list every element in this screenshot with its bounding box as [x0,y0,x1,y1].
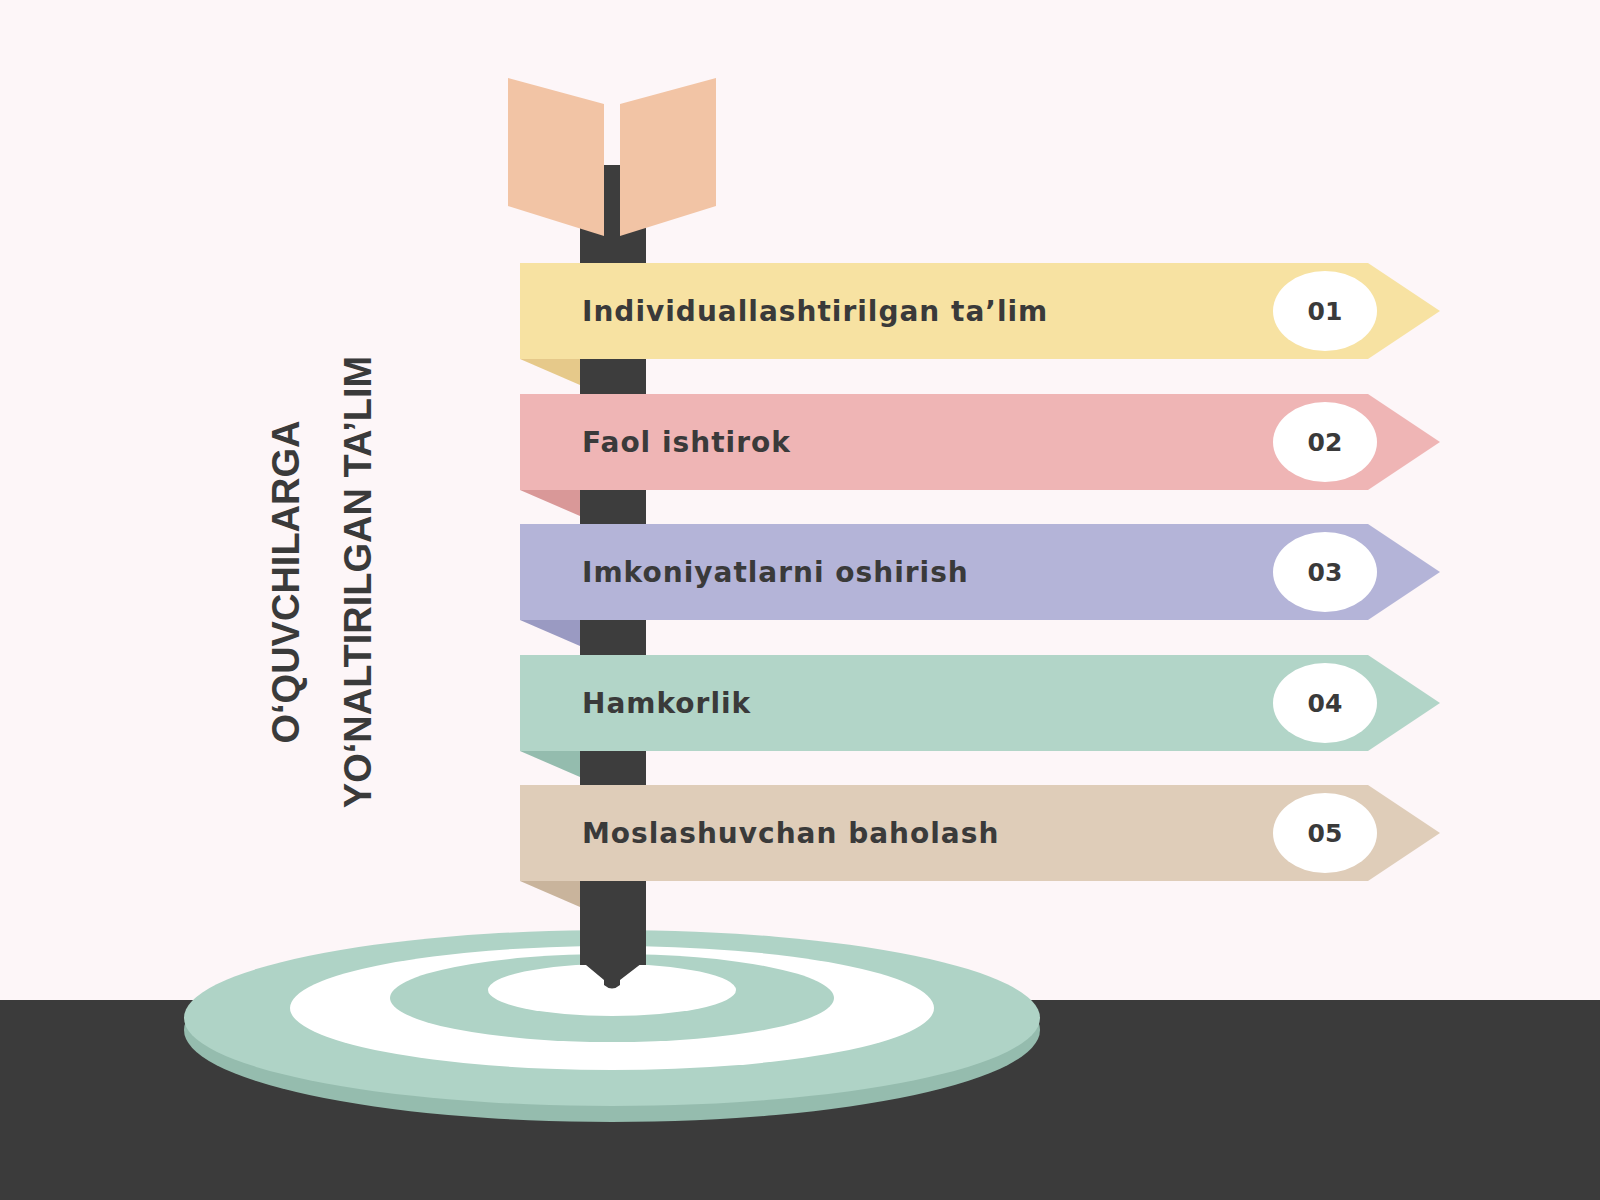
callout-number: 02 [1308,428,1343,457]
arrow-shaft-top [604,165,620,235]
banner-label: Individuallashtirilgan ta’lim [582,295,1048,328]
callout-number: 04 [1308,689,1343,718]
callout-number: 05 [1308,819,1343,848]
banner-label: Faol ishtirok [582,426,791,459]
arrow-feather [508,78,604,236]
number-badge: 03 [1273,532,1377,612]
ribbon-banner: Hamkorlik 04 [520,655,1440,751]
banner-body [520,524,1440,620]
vertical-title: O‘QUVCHILARGA YO‘NALTIRILGAN TA’LIM [250,342,394,822]
number-badge: 01 [1273,271,1377,351]
number-badge: 02 [1273,402,1377,482]
banner-body [520,394,1440,490]
ribbon-banner: Faol ishtirok 02 [520,394,1440,490]
banner-body [520,785,1440,881]
ribbon-banner: Imkoniyatlarni oshirish 03 [520,524,1440,620]
banner-fold [520,620,580,646]
banner-fold [520,490,580,516]
ribbon-banner: Individuallashtirilgan ta’lim 01 [520,263,1440,359]
banner-fold [520,359,580,385]
number-badge: 04 [1273,663,1377,743]
number-badge: 05 [1273,793,1377,873]
callout-number: 01 [1308,297,1343,326]
banner-fold [520,751,580,777]
callout-number: 03 [1308,558,1343,587]
banner-body [520,655,1440,751]
banner-label: Moslashuvchan baholash [582,817,999,850]
banner-fold [520,881,580,907]
banner-body [520,263,1440,359]
arrow-feather [620,78,716,236]
target-inner [390,954,834,1042]
ribbon-banner: Moslashuvchan baholash 05 [520,785,1440,881]
arrow-tip [580,960,646,989]
target-ring [290,946,934,1070]
banner-label: Imkoniyatlarni oshirish [582,556,969,589]
banner-label: Hamkorlik [582,687,751,720]
